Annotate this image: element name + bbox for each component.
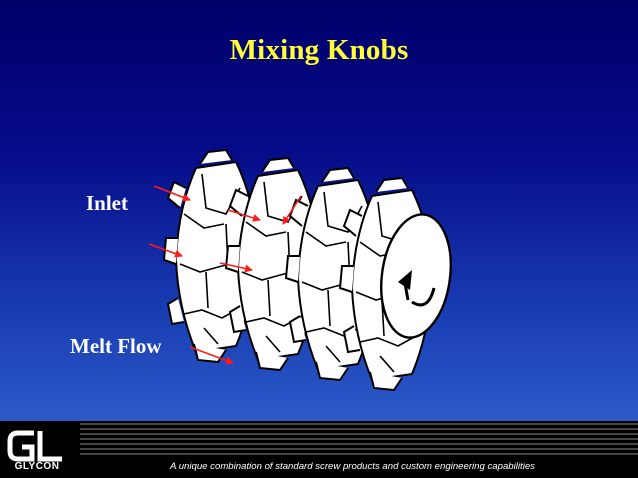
flow-arrow-diagonal: [282, 195, 302, 225]
mixing-knobs-diagram: [148, 149, 452, 391]
melt-flow-label: Melt Flow: [70, 334, 162, 358]
inlet-arrow-lower: [148, 243, 183, 258]
footer-bar: GLYCON A unique combination of standard …: [0, 421, 638, 478]
end-face: [380, 213, 452, 339]
rotation-arrow-icon: [398, 270, 436, 307]
inlet-arrow-upper: [153, 185, 191, 202]
flow-arrow-lower: [219, 262, 253, 273]
footer-tagline: A unique combination of standard screw p…: [170, 461, 535, 472]
flow-arrow-upper: [227, 209, 261, 222]
logo-text: GLYCON: [14, 461, 60, 472]
flow-arrows: [148, 185, 302, 365]
slide: Mixing Knobs: [0, 0, 638, 421]
footer-stripes: [80, 423, 638, 455]
inlet-label: Inlet: [86, 191, 128, 215]
melt-flow-arrow: [189, 346, 234, 365]
glycon-gl-logo-icon: [7, 430, 62, 462]
slide-title: Mixing Knobs: [229, 34, 409, 66]
